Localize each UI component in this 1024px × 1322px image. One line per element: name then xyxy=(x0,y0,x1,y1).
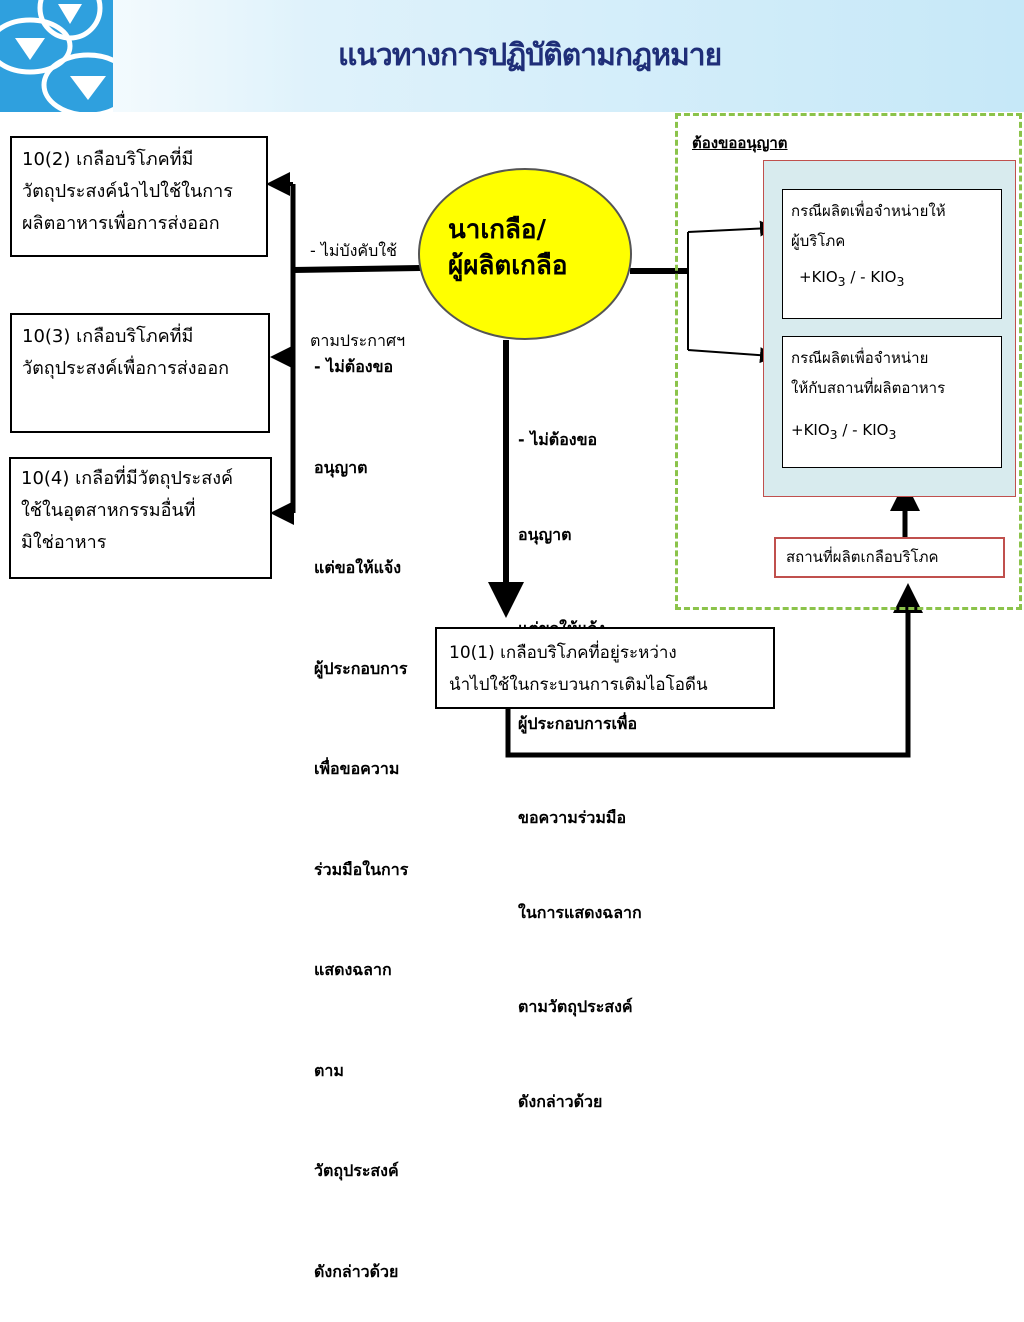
note-line: เพื่อขอความ xyxy=(314,759,400,778)
box-10-2-line: ผลิตอาหารเพื่อการส่งออก xyxy=(22,213,220,234)
box-10-1: 10(1) เกลือบริโภคที่อยู่ระหว่าง นำไปใช้ใ… xyxy=(435,627,775,709)
note-line: ผู้ประกอบการ xyxy=(314,658,408,678)
salt-producer-ellipse xyxy=(418,168,632,340)
kio-subscript: 3 xyxy=(837,274,846,289)
kio-text: / - KIO xyxy=(837,421,889,439)
bottom-to-factory-line xyxy=(505,583,923,758)
note-line: - ไม่บังคับใช้ xyxy=(310,241,397,260)
kio-subscript: 3 xyxy=(829,427,838,442)
note-line: ขอความร่วมมือ xyxy=(518,808,627,827)
arrow-to-case-2 xyxy=(687,347,776,364)
arrow-to-case-1 xyxy=(687,220,776,237)
producer-line: นาเกลือ/ xyxy=(448,215,547,245)
box-10-2-line: 10(2) เกลือบริโภคที่มี xyxy=(22,149,194,170)
agency-emblem-icon xyxy=(0,0,113,112)
case-line: ให้กับสถานที่ผลิตอาหาร xyxy=(791,379,946,397)
note-line: ตามวัตถุประสงค์ xyxy=(518,997,633,1016)
note-line: แสดงฉลาก xyxy=(314,960,392,979)
box-10-4-line: มิใช่อาหาร xyxy=(21,532,107,553)
case-consumer-box: กรณีผลิตเพื่อจำหน่ายให้ ผู้บริโภค +KIO3 … xyxy=(782,189,1002,319)
note-line: ตามประกาศฯ xyxy=(310,331,406,350)
case-line: ผู้บริโภค xyxy=(791,232,846,250)
box-10-1-line: นำไปใช้ในกระบวนการเติมไอโอดีน xyxy=(449,675,708,695)
header-banner: แนวทางการปฏิบัติตามกฎหมาย xyxy=(0,0,1024,112)
kio-text: +KIO xyxy=(791,421,830,439)
note-line: แต่ขอให้แจ้ง xyxy=(314,558,402,577)
box-10-2: 10(2) เกลือบริโภคที่มี วัตถุประสงค์นำไปใ… xyxy=(10,136,268,257)
note-left-no-permit: - ไม่ต้องขอ อนุญาต แต่ขอให้แจ้ง ผู้ประกอ… xyxy=(314,283,408,1322)
note-line: ผู้ประกอบการเพื่อ xyxy=(518,713,638,733)
note-line: ดังกล่าวด้วย xyxy=(314,1261,399,1281)
salt-factory-box: สถานที่ผลิตเกลือบริโภค xyxy=(774,537,1005,578)
note-line: - ไม่ต้องขอ xyxy=(518,430,598,449)
permit-required-zone xyxy=(675,113,1022,610)
note-line: ในการแสดงฉลาก xyxy=(518,902,642,922)
kio-formula: +KIO3 / - KIO3 xyxy=(791,262,993,297)
box-10-4-line: ใช้ในอุตสาหกรรมอื่นที่ xyxy=(21,500,196,521)
permit-panel: กรณีผลิตเพื่อจำหน่ายให้ ผู้บริโภค +KIO3 … xyxy=(763,160,1016,497)
case-food-factory-box: กรณีผลิตเพื่อจำหน่าย ให้กับสถานที่ผลิตอา… xyxy=(782,336,1002,468)
box-10-3-line: 10(3) เกลือบริโภคที่มี xyxy=(22,326,194,347)
box-10-3: 10(3) เกลือบริโภคที่มี วัตถุประสงค์เพื่อ… xyxy=(10,313,270,433)
note-line: อนุญาต xyxy=(314,457,368,477)
producer-line: ผู้ผลิตเกลือ xyxy=(448,251,568,281)
page-title: แนวทางการปฏิบัติตามกฎหมาย xyxy=(338,38,722,73)
box-10-4: 10(4) เกลือที่มีวัตถุประสงค์ ใช้ในอุตสาห… xyxy=(9,457,272,579)
salt-producer-label: นาเกลือ/ผู้ผลิตเกลือ xyxy=(448,212,567,284)
kio-subscript: 3 xyxy=(896,274,905,289)
kio-formula: +KIO3 / - KIO3 xyxy=(791,415,993,450)
note-not-enforced: - ไม่บังคับใช้ ตามประกาศฯ xyxy=(310,176,405,386)
box-10-4-line: 10(4) เกลือที่มีวัตถุประสงค์ xyxy=(21,468,234,489)
note-line: ตาม xyxy=(314,1060,344,1080)
case-line: กรณีผลิตเพื่อจำหน่ายให้ xyxy=(791,202,946,220)
note-center-no-permit: - ไม่ต้องขอ อนุญาต แต่ขอให้แจ้ง ผู้ประกอ… xyxy=(518,361,642,1149)
center-to-left-line xyxy=(292,265,421,273)
box-10-2-line: วัตถุประสงค์นำไปใช้ในการ xyxy=(22,181,233,202)
note-line: ดังกล่าวด้วย xyxy=(518,1091,603,1111)
box-10-1-line: 10(1) เกลือบริโภคที่อยู่ระหว่าง xyxy=(449,643,677,663)
note-line: ร่วมมือในการ xyxy=(314,859,409,879)
note-line: วัตถุประสงค์ xyxy=(314,1161,399,1180)
note-line: - ไม่ต้องขอ xyxy=(314,357,394,376)
box-10-3-line: วัตถุประสงค์เพื่อการส่งออก xyxy=(22,358,230,379)
note-line: อนุญาต xyxy=(518,524,572,544)
kio-text: +KIO xyxy=(799,268,838,286)
kio-text: / - KIO xyxy=(845,268,897,286)
logo xyxy=(0,0,113,112)
connector-lines xyxy=(266,172,923,758)
kio-subscript: 3 xyxy=(888,427,897,442)
permit-required-label: ต้องขออนุญาต xyxy=(692,134,788,152)
case-line: กรณีผลิตเพื่อจำหน่าย xyxy=(791,349,929,367)
